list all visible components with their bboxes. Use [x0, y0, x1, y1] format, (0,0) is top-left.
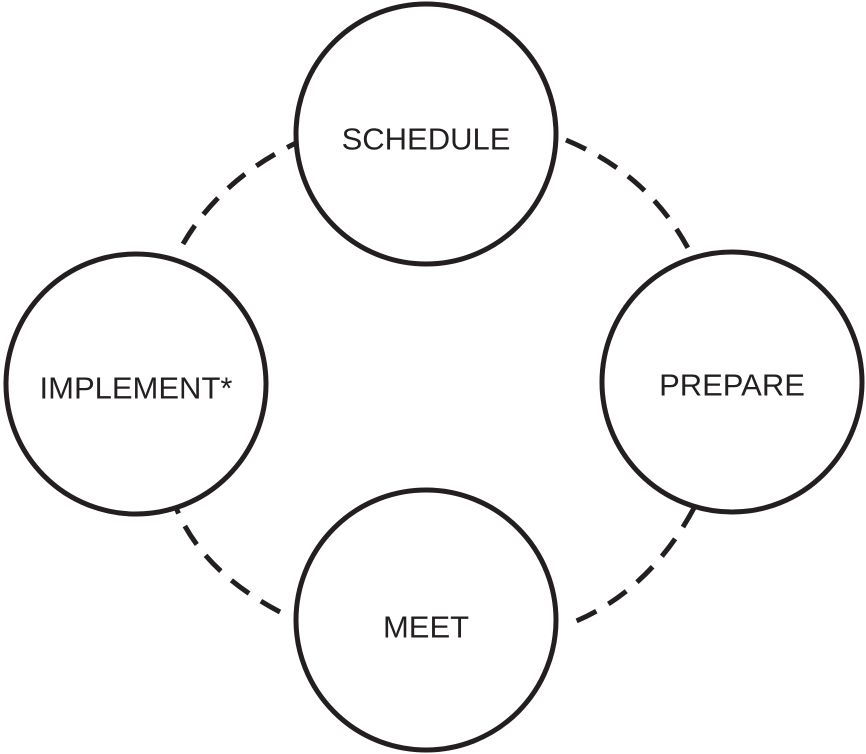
node-meet-label: MEET	[383, 610, 469, 645]
connector-prepare-meet	[573, 506, 697, 625]
node-schedule-label: SCHEDULE	[342, 122, 511, 157]
node-schedule-circle	[293, 1, 559, 267]
node-schedule: SCHEDULE	[293, 1, 559, 267]
node-prepare-label: PREPARE	[659, 368, 805, 403]
node-prepare: PREPARE	[599, 249, 865, 515]
node-implement-label: IMPLEMENT*	[40, 371, 233, 406]
node-prepare-circle	[599, 249, 865, 515]
node-implement: IMPLEMENT*	[3, 251, 269, 517]
connector-meet-implement	[172, 504, 282, 615]
node-meet: MEET	[293, 487, 559, 753]
node-meet-circle	[293, 487, 559, 753]
connector-implement-schedule	[180, 140, 298, 246]
connector-schedule-prepare	[565, 137, 693, 254]
node-implement-circle	[3, 251, 269, 517]
